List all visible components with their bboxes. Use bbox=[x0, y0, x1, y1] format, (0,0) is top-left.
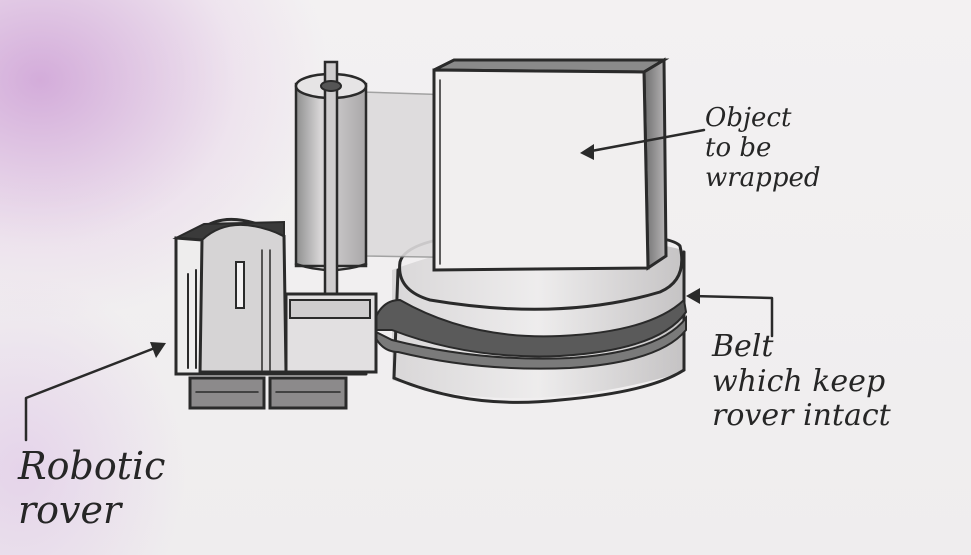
arrow-rover bbox=[26, 342, 166, 440]
label-robotic-rover: Robotic rover bbox=[18, 445, 165, 532]
rover-wheels bbox=[190, 378, 346, 408]
label-belt: Belt which keep rover intact bbox=[712, 330, 891, 434]
label-object-to-be-wrapped: Object to be wrapped bbox=[705, 104, 821, 194]
spindle-rod bbox=[321, 62, 341, 302]
object-box bbox=[434, 60, 666, 270]
